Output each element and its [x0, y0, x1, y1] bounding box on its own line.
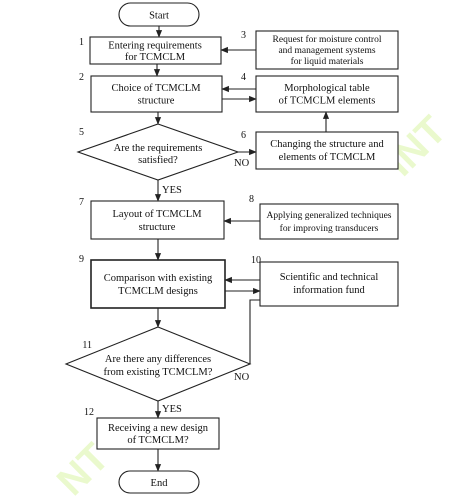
step-2-number: 2 — [79, 72, 84, 83]
start-label: Start — [149, 11, 169, 22]
step-9-box — [90, 259, 226, 309]
step-8-box — [259, 203, 399, 240]
step-2-box — [90, 75, 223, 113]
step-3-line-1: Request for moisture control — [273, 34, 382, 45]
step-9-line-2: TCMCLM designs — [118, 286, 198, 297]
step-4-line-2: of TCMCLM elements — [279, 96, 376, 107]
step-7-number: 7 — [79, 197, 84, 208]
step-8-number: 8 — [249, 194, 254, 205]
step-1-line-1: Entering requirements — [108, 41, 202, 52]
step-10-number: 10 — [251, 255, 261, 266]
decision-5-yes-label: YES — [162, 185, 182, 196]
step-12-line-1: Receiving a new design — [108, 423, 209, 434]
decision-11-line-2: from existing TCMCLM? — [104, 367, 213, 378]
decision-5-no-label: NO — [234, 158, 250, 169]
step-2-line-2: structure — [138, 96, 175, 107]
step-12-number: 12 — [84, 407, 94, 418]
end-label: End — [151, 478, 169, 489]
decision-11-number: 11 — [82, 340, 92, 351]
decision-5-line-1: Are the requirements — [114, 143, 203, 154]
decision-11-yes-label: YES — [162, 404, 182, 415]
step-1-number: 1 — [79, 37, 84, 48]
step-6-line-1: Changing the structure and — [270, 139, 384, 150]
step-3-line-3: for liquid materials — [291, 56, 364, 67]
step-10-line-1: Scientific and technical — [280, 272, 379, 283]
decision-11-line-1: Are there any differences — [105, 354, 211, 365]
decision-5-number: 5 — [79, 127, 84, 138]
step-7-line-2: structure — [139, 222, 176, 233]
step-8-line-1: Applying generalized techniques — [266, 211, 391, 221]
arrow-11-no-loop — [249, 299, 260, 364]
step-10-box — [259, 261, 399, 307]
step-12-line-2: of TCMCLM? — [127, 435, 189, 446]
step-12-box — [96, 417, 220, 450]
step-6-line-2: elements of TCMCLM — [279, 152, 376, 163]
step-4-box — [255, 75, 399, 113]
step-7-line-1: Layout of TCMCLM — [112, 209, 202, 220]
step-6-box — [255, 131, 399, 170]
step-3-line-2: and management systems — [278, 46, 375, 56]
step-4-number: 4 — [241, 72, 246, 83]
step-3-number: 3 — [241, 30, 246, 41]
step-8-line-2: for improving transducers — [280, 223, 379, 234]
step-6-number: 6 — [241, 130, 246, 141]
step-7-box — [90, 200, 225, 240]
step-4-line-1: Morphological table — [284, 83, 370, 94]
step-9-line-1: Comparison with existing — [104, 273, 213, 284]
step-9-number: 9 — [79, 254, 84, 265]
step-10-line-2: information fund — [293, 285, 365, 296]
step-2-line-1: Choice of TCMCLM — [111, 83, 201, 94]
decision-5-line-2: satisfied? — [138, 155, 178, 166]
step-1-line-2: for TCMCLM — [125, 52, 186, 63]
decision-11-no-label: NO — [234, 372, 250, 383]
